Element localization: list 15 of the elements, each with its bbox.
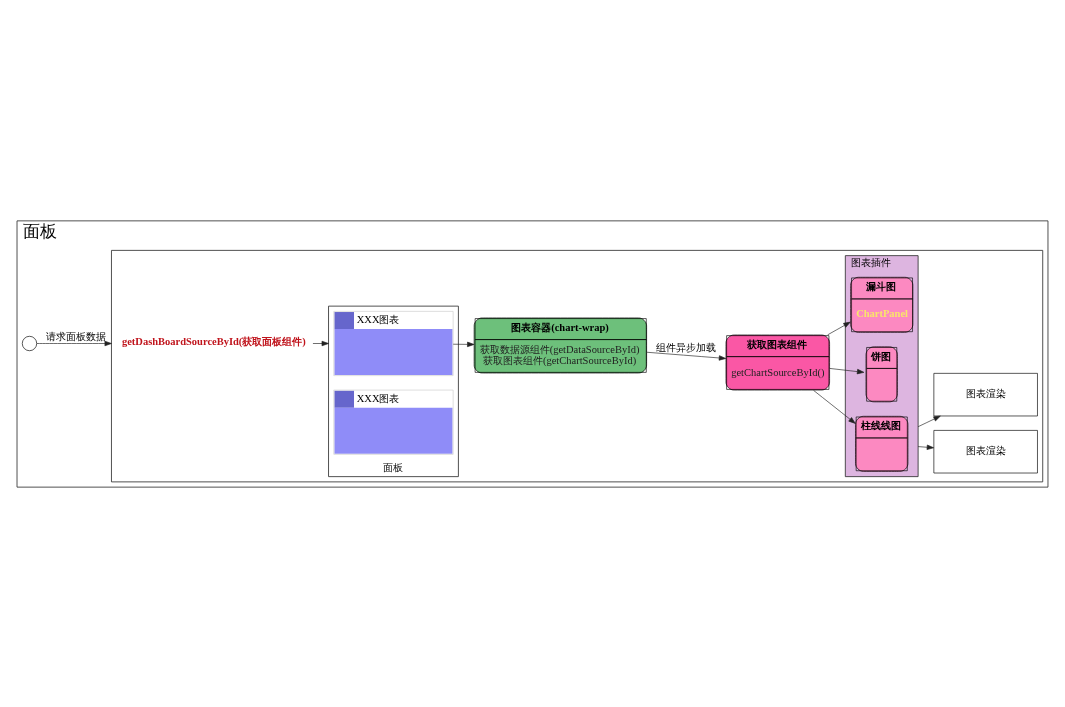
arrow — [917, 444, 934, 450]
arrow — [452, 341, 475, 347]
node-person — [21, 335, 38, 351]
arrow — [829, 367, 865, 374]
node-box: 图表渲染 — [933, 372, 1038, 416]
arrow — [36, 340, 112, 346]
arrow — [827, 321, 851, 335]
node-box: 图表渲染 — [933, 429, 1038, 473]
edge-label: 组件异步加载 — [656, 341, 717, 353]
edge-label: 请求面板数据 — [46, 330, 107, 342]
arrow — [646, 351, 727, 361]
arrow — [917, 415, 941, 427]
node-text: getDashBoardSourceById(获取面板组件) — [121, 335, 306, 347]
cluster — [111, 249, 1044, 482]
arrow — [813, 389, 856, 424]
